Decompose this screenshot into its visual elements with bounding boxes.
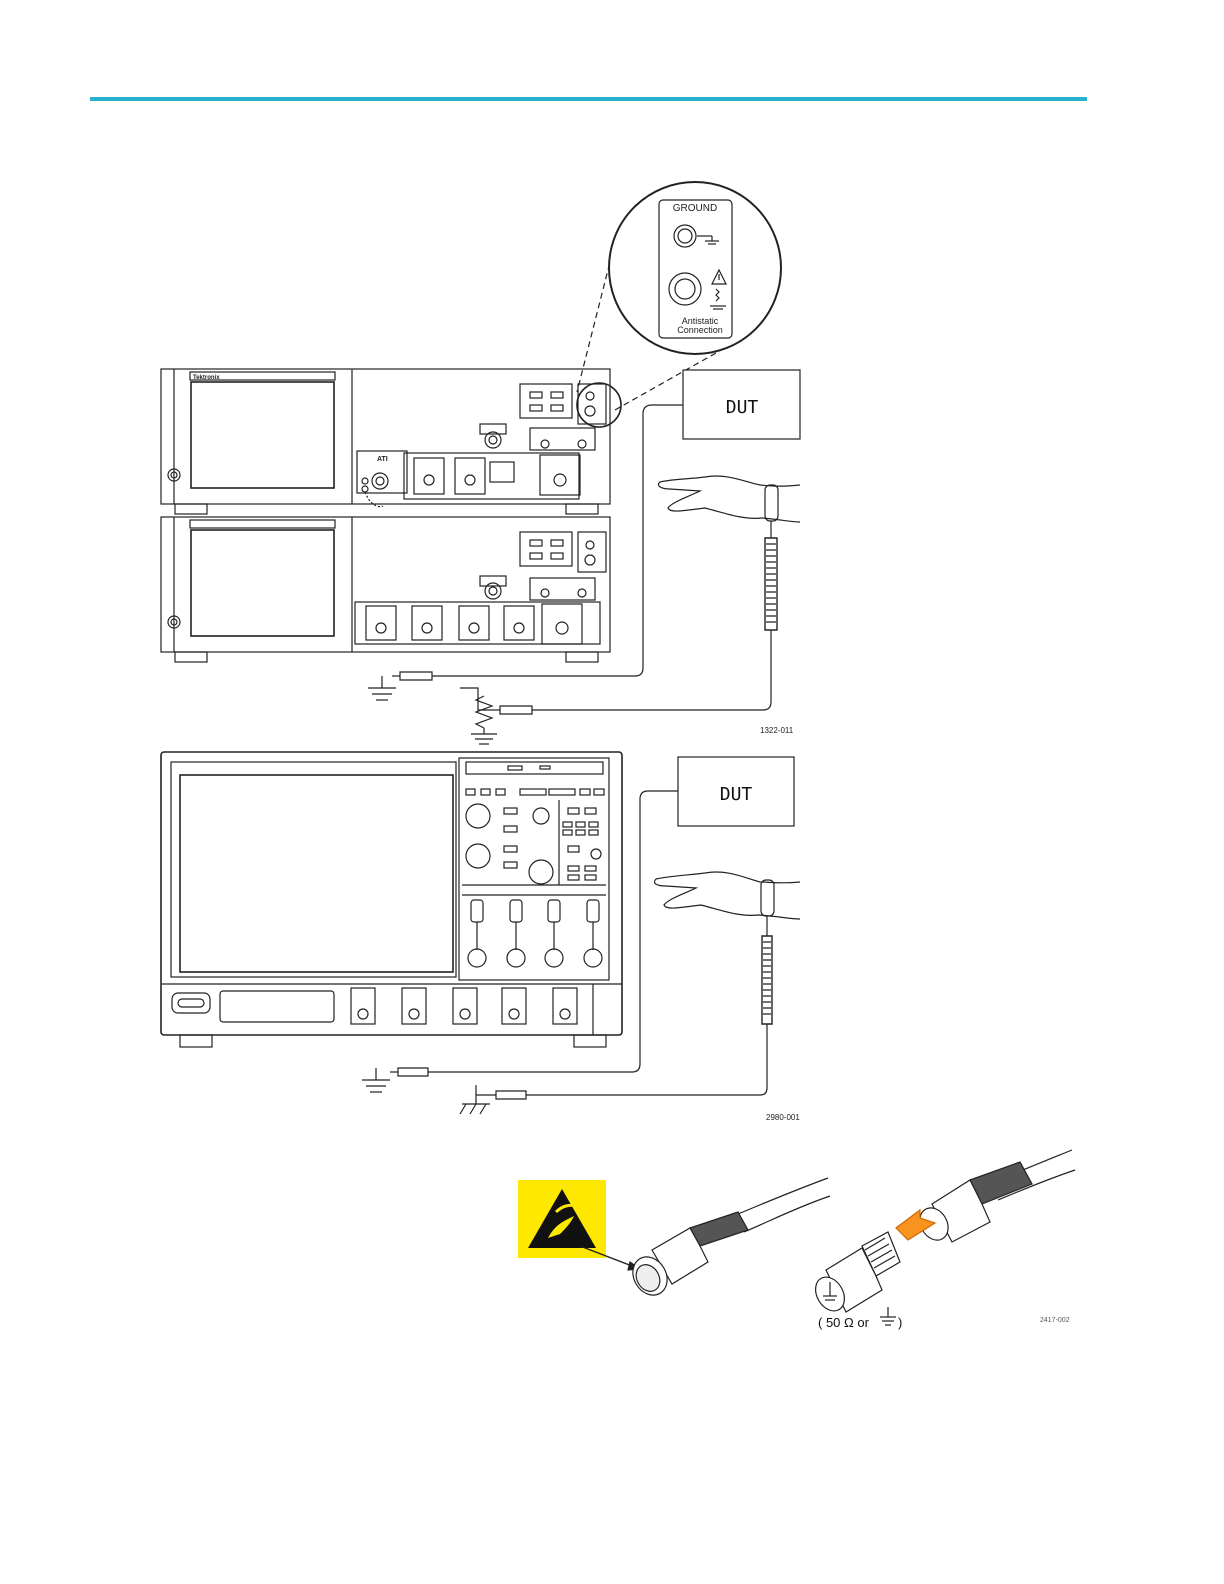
lower-instrument [161,517,610,662]
figure-id-3: 2417-002 [1040,1317,1070,1324]
esd-warning-icon [518,1180,606,1258]
oscilloscope [161,752,622,1047]
banana-plug-1 [400,672,432,680]
figure-2: DUT 2980-001 [161,752,800,1122]
terminator-label-open: ( 50 Ω or [818,1315,870,1330]
ground-symbol-1 [368,676,396,700]
terminator-label-close: ) [898,1315,902,1330]
dut-label-1: DUT [726,397,759,418]
cable-terminator [810,1150,1075,1316]
dut-label-2: DUT [720,784,753,805]
figure-1: Tektronix ATI [161,182,800,744]
figure-id-1: 1322-011 [760,726,794,735]
inset-title: GROUND [673,203,717,214]
ground-symbol-2 [362,1068,390,1092]
inset-caption-line2: Connection [677,325,723,335]
figure-3: ( 50 Ω or ) 2417-002 [518,1150,1075,1330]
brand-label: Tektronix [193,375,220,381]
upper-instrument: Tektronix ATI [161,369,610,514]
module-label: ATI [377,456,388,463]
cable-end-cap [626,1178,830,1301]
figure-id-2: 2980-001 [766,1113,800,1122]
ground-glyph [880,1307,896,1325]
